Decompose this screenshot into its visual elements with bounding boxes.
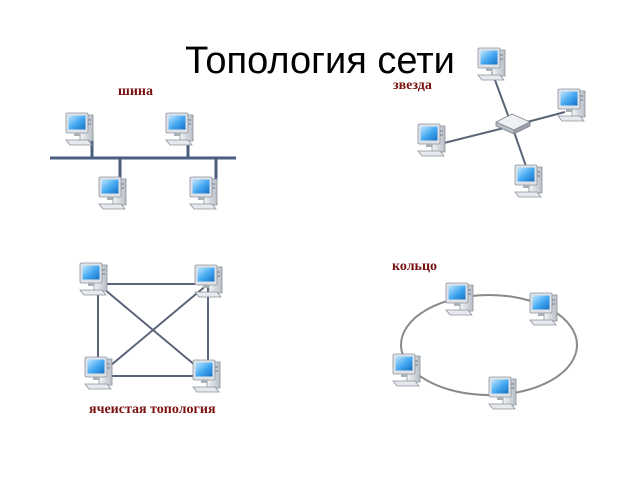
computer-icon bbox=[488, 376, 517, 410]
computer-icon bbox=[189, 176, 218, 210]
computer-icon bbox=[192, 359, 221, 393]
computer-icon bbox=[194, 264, 223, 298]
page-title: Топология сети bbox=[185, 40, 455, 82]
computer-icon bbox=[514, 164, 543, 198]
computer-icon bbox=[392, 353, 421, 387]
computer-icon bbox=[84, 356, 113, 390]
network-hub-icon bbox=[495, 113, 531, 135]
computer-icon bbox=[445, 282, 474, 316]
star-topology bbox=[417, 47, 586, 198]
ring-label: кольцо bbox=[392, 259, 438, 274]
computer-icon bbox=[98, 176, 127, 210]
computer-icon bbox=[165, 112, 194, 146]
star-label: звезда bbox=[393, 78, 432, 93]
computer-icon bbox=[79, 262, 108, 296]
mesh-label: ячеистая топология bbox=[89, 402, 216, 417]
mesh-cable bbox=[97, 283, 209, 377]
bus-topology bbox=[50, 112, 236, 210]
star-cable bbox=[439, 125, 513, 145]
computer-icon bbox=[529, 292, 558, 326]
computer-icon bbox=[557, 88, 586, 122]
mesh-topology bbox=[79, 262, 223, 393]
computer-icon bbox=[417, 123, 446, 157]
computer-icon bbox=[65, 112, 94, 146]
ring-topology bbox=[392, 282, 578, 410]
bus-label: шина bbox=[118, 84, 153, 99]
